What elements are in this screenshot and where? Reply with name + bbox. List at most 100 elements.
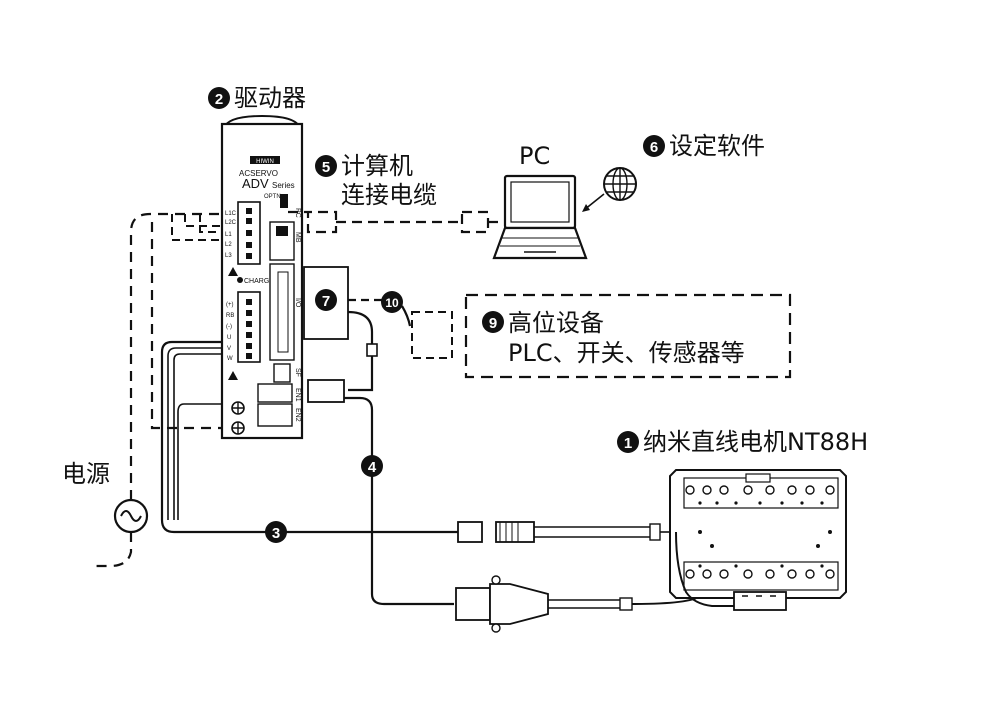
- badge-3: [265, 521, 287, 543]
- motor-holes-top: [698, 501, 824, 505]
- cable-8-branch-b: [171, 214, 222, 241]
- motor-power-plug: [495, 521, 535, 543]
- sine-wave-icon: [120, 510, 142, 522]
- io-port-inner: [277, 271, 289, 353]
- io-cable: 7 10: [303, 266, 453, 403]
- terminal-label-plus: (+): [226, 302, 234, 308]
- warning-triangle-icon-2: [228, 371, 238, 380]
- en1-port: [257, 383, 293, 403]
- terminal-label-w: W: [227, 356, 233, 362]
- laptop-base-icon: [492, 226, 588, 260]
- motor-encoder-module: [733, 591, 787, 611]
- io-cable-down: [347, 310, 374, 392]
- svg-text:9: 9: [489, 315, 497, 332]
- software-label: 设定软件: [669, 132, 765, 160]
- host-label-line1: 高位设备: [508, 309, 604, 337]
- host-device: 9 高位设备 PLC、开关、传感器等: [464, 293, 792, 379]
- cable-8-line: [150, 222, 222, 430]
- driver-label: 驱动器: [234, 84, 306, 112]
- sf-port: [273, 363, 291, 383]
- motor-lead-line: [534, 526, 650, 538]
- svg-text:3: 3: [272, 525, 280, 542]
- motor-bolts-top: [685, 485, 835, 495]
- badge-5: [315, 155, 337, 177]
- terminal-label-l3: L3: [225, 253, 232, 259]
- side-label-io: I/O: [294, 298, 301, 308]
- optn-label: OPTN: [264, 194, 281, 200]
- motor-center-holes: [698, 530, 832, 548]
- pc-cable-line: [288, 210, 500, 234]
- badge-7: [315, 289, 337, 311]
- badge-10: [381, 291, 403, 313]
- cable-8-branch-c: [199, 214, 222, 233]
- driver-model-big: ADV: [242, 176, 269, 191]
- svg-text:2: 2: [215, 91, 223, 108]
- motor-cable: 3: [160, 340, 676, 543]
- power-label: 电源: [62, 460, 110, 488]
- cable-8-branch-a: [184, 214, 222, 227]
- terminal-label-rb: RB: [226, 313, 234, 319]
- side-label-en1: EN1: [294, 388, 301, 402]
- software: 6 设定软件: [582, 132, 765, 212]
- motor-power-connector: [457, 521, 483, 543]
- terminal-label-l1: L1: [225, 232, 232, 238]
- svg-text:10: 10: [385, 296, 399, 310]
- badge-9: [482, 311, 504, 333]
- badge-6: [643, 135, 665, 157]
- motor-holes-bottom: [698, 564, 824, 568]
- pc-port: [280, 194, 288, 208]
- terminal-label-l1c: L1C: [225, 211, 237, 217]
- driver-series: Series: [272, 181, 295, 190]
- driver-title: 2 驱动器: [208, 84, 306, 112]
- host-connector-dashed: [411, 311, 453, 359]
- pc-laptop: PC: [492, 142, 588, 260]
- driver-brand-plate: [250, 156, 280, 164]
- badge-1: [617, 431, 639, 453]
- svg-text:1: 1: [624, 435, 632, 452]
- svg-text:5: 5: [322, 159, 330, 176]
- mb-port-inner: [276, 226, 288, 236]
- motor-cable-exit: [675, 531, 736, 607]
- warning-triangle-icon: [228, 267, 238, 276]
- terminal-label-v: V: [227, 346, 231, 352]
- en2-port: [257, 403, 293, 427]
- pc-cable-label-line2: 连接电缆: [341, 181, 437, 209]
- power-terminal-screws: [246, 208, 252, 259]
- encoder-cable-line: [344, 396, 454, 606]
- motor-terminal-screws: [246, 299, 252, 359]
- pc-label: PC: [519, 142, 550, 170]
- side-label-sf: SF: [294, 368, 301, 377]
- badge-2: [208, 87, 230, 109]
- driver-brand: HIWIN: [256, 159, 274, 165]
- power-source: 电源: [62, 212, 222, 568]
- ferrite-core-icon: [366, 343, 378, 357]
- driver-unit: HIWIN ACSERVO ADV Series OPTN L1C L2C L1…: [220, 114, 304, 440]
- linear-motor: 1 纳米直线电机NT88H: [617, 428, 868, 611]
- mains-line-top: [129, 212, 222, 500]
- pc-cable-label-line1: 计算机: [341, 152, 413, 180]
- host-label-line2: PLC、开关、传感器等: [508, 339, 745, 367]
- encoder-dsub-plug: [489, 583, 549, 625]
- badge-4: [361, 455, 383, 477]
- driver-model-small: ACSERVO: [239, 169, 278, 178]
- terminal-label-l2: L2: [225, 242, 232, 248]
- side-label-mb: MB: [294, 232, 301, 243]
- svg-text:7: 7: [322, 293, 330, 310]
- sf-connector-box: [307, 379, 345, 403]
- terminal-label-u: U: [227, 335, 231, 341]
- motor-power-cable-line: [160, 340, 460, 534]
- terminal-label-l2c: L2C: [225, 220, 237, 226]
- side-label-en2: EN2: [294, 408, 301, 422]
- encoder-lead-line: [548, 599, 620, 609]
- charge-led-icon: [237, 277, 243, 283]
- host-device-box: [464, 293, 792, 379]
- encoder-connector-body: [455, 587, 491, 621]
- motor-bolts-bottom: [685, 569, 835, 579]
- terminal-label-minus: (-): [226, 324, 232, 330]
- motor-label: 纳米直线电机NT88H: [643, 428, 868, 456]
- svg-text:4: 4: [368, 459, 377, 476]
- svg-text:6: 6: [650, 139, 658, 156]
- pc-cable: 5 计算机 连接电缆: [288, 152, 500, 234]
- mains-line-bottom: [96, 532, 133, 568]
